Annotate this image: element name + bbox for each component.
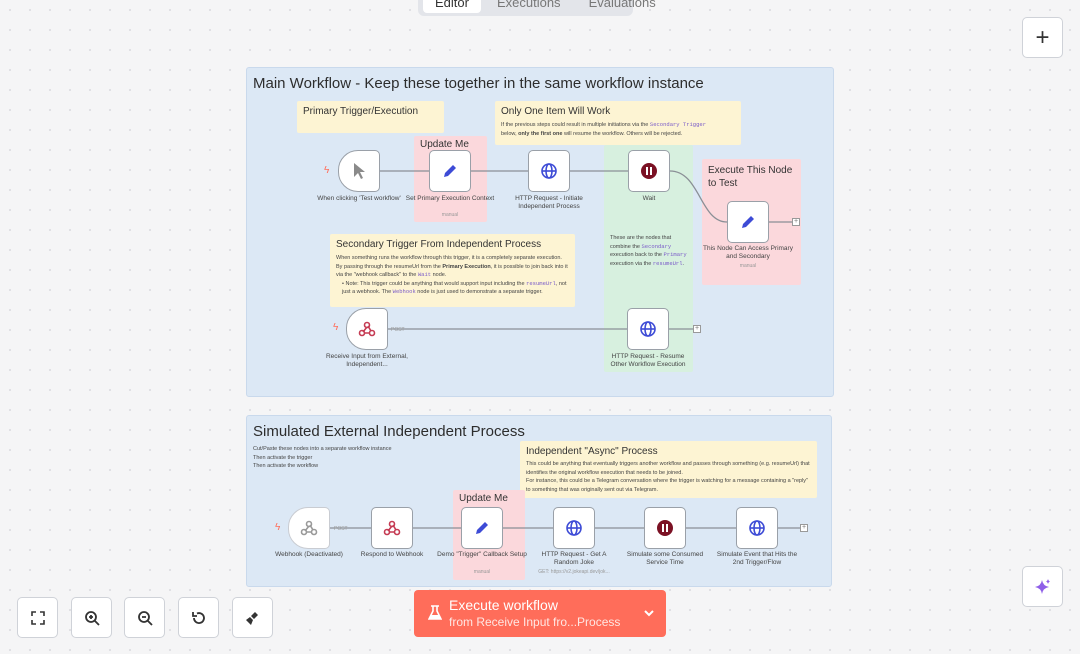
edge-label: POST — [334, 526, 348, 532]
tidy-up-button[interactable] — [232, 597, 273, 638]
add-connection-button[interactable]: + — [792, 218, 800, 226]
node-test-trigger[interactable] — [338, 150, 380, 192]
tab-evaluations[interactable]: Evaluations — [588, 0, 656, 10]
pause-icon — [657, 520, 673, 536]
node-label: Webhook (Deactivated) — [275, 551, 343, 558]
broom-icon — [245, 611, 258, 625]
trigger-bolt-icon: ϟ — [324, 165, 330, 176]
node-label: Simulate Event that Hits the 2nd Trigger… — [716, 551, 798, 566]
execute-label: Execute workflow — [449, 597, 558, 613]
view-tabs: Editor Executions Evaluations — [418, 0, 656, 16]
globe-icon — [640, 321, 656, 337]
sparkle-icon — [1034, 578, 1050, 594]
sim-sticky-text: Cut/Paste these nodes into a separate wo… — [253, 446, 392, 469]
zoom-out-button[interactable] — [124, 597, 165, 638]
pencil-icon — [476, 522, 488, 534]
node-set-primary[interactable] — [429, 150, 471, 192]
edge-label: POST — [391, 327, 405, 333]
node-respond-webhook[interactable] — [371, 507, 413, 549]
add-connection-button[interactable]: + — [693, 325, 701, 333]
main-sticky-title: Main Workflow - Keep these together in t… — [253, 75, 704, 92]
primary-note[interactable]: Primary Trigger/Execution — [297, 101, 444, 133]
globe-icon — [749, 520, 765, 536]
secondary-note[interactable]: Secondary Trigger From Independent Proce… — [330, 234, 575, 307]
node-label: HTTP Request - Get A Random Joke — [541, 551, 607, 566]
update-me-title-2: Update Me — [459, 493, 508, 504]
execute-sublabel: from Receive Input fro...Process — [449, 615, 621, 629]
execute-workflow-button[interactable]: Execute workflow from Receive Input fro.… — [414, 590, 666, 637]
node-demo-trigger-setup[interactable] — [461, 507, 503, 549]
zoom-in-icon — [84, 610, 100, 626]
node-subtitle: GET: https://v2.jokeapi.dev/jok... — [538, 569, 610, 575]
node-http-joke[interactable] — [553, 507, 595, 549]
secondary-text: When something runs the workflow through… — [336, 255, 568, 295]
node-http-resume[interactable] — [627, 308, 669, 350]
node-label: Receive Input from External, Independent… — [325, 353, 408, 368]
flask-icon — [428, 605, 442, 620]
secondary-title: Secondary Trigger From Independent Proce… — [336, 239, 542, 250]
fullscreen-icon — [30, 610, 45, 625]
pause-icon — [641, 163, 657, 179]
globe-icon — [566, 520, 582, 536]
node-label: Set Primary Execution Context — [405, 195, 495, 202]
fit-view-button[interactable] — [17, 597, 58, 638]
trigger-bolt-icon: ϟ — [333, 322, 339, 333]
node-subtitle: manual — [739, 263, 757, 269]
node-label: Respond to Webhook — [360, 551, 424, 558]
only-one-note[interactable]: Only One Item Will Work If the previous … — [495, 101, 741, 145]
node-label: Demo "Trigger" Callback Setup — [437, 551, 527, 558]
node-wait[interactable] — [628, 150, 670, 192]
webhook-icon — [358, 321, 376, 337]
node-label: This Node Can Access Primary and Seconda… — [703, 245, 793, 260]
ai-assistant-button[interactable] — [1022, 566, 1063, 607]
node-label: HTTP Request - Resume Other Workflow Exe… — [610, 353, 686, 368]
webhook-icon — [300, 520, 318, 536]
primary-note-title: Primary Trigger/Execution — [303, 106, 419, 117]
node-label: Wait — [642, 195, 656, 202]
node-http-initiate[interactable] — [528, 150, 570, 192]
node-subtitle: manual — [441, 212, 459, 218]
globe-icon — [541, 163, 557, 179]
async-title: Independent "Async" Process — [526, 446, 658, 457]
connection — [669, 170, 728, 223]
async-text: This could be anything that eventually t… — [526, 461, 810, 493]
node-label: When clicking 'Test workflow' — [317, 195, 401, 202]
trigger-bolt-icon: ϟ — [275, 522, 281, 533]
reset-zoom-button[interactable] — [178, 597, 219, 638]
sim-sticky-title: Simulated External Independent Process — [253, 423, 525, 440]
chevron-down-icon[interactable] — [644, 609, 654, 617]
node-simulate-time[interactable] — [644, 507, 686, 549]
execute-this-title: Execute This Node to Test — [708, 165, 793, 189]
async-note[interactable]: Independent "Async" Process This could b… — [520, 441, 817, 498]
green-note-text: These are the nodes that combine the Sec… — [610, 235, 687, 267]
tab-executions[interactable]: Executions — [496, 0, 561, 10]
node-subtitle: manual — [473, 569, 491, 575]
plus-icon: + — [1035, 23, 1050, 51]
cursor-icon — [354, 163, 365, 179]
tab-editor[interactable]: Editor — [423, 0, 481, 13]
node-label: Simulate some Consumed Service Time — [626, 551, 704, 566]
node-simulate-event[interactable] — [736, 507, 778, 549]
pencil-icon — [742, 216, 754, 228]
update-me-title: Update Me — [420, 139, 469, 150]
node-label: HTTP Request - Initiate Independent Proc… — [515, 195, 583, 210]
undo-icon — [191, 611, 205, 624]
only-one-text: If the previous steps could result in mu… — [501, 121, 706, 137]
pencil-icon — [444, 165, 456, 177]
node-receive-input[interactable] — [346, 308, 388, 350]
add-connection-button[interactable]: + — [800, 524, 808, 532]
node-this-node-can-access[interactable] — [727, 201, 769, 243]
node-webhook-deactivated[interactable] — [288, 507, 330, 549]
add-node-button[interactable]: + — [1022, 17, 1063, 58]
only-one-title: Only One Item Will Work — [501, 106, 611, 117]
webhook-icon — [383, 520, 401, 536]
zoom-out-icon — [137, 610, 153, 626]
zoom-in-button[interactable] — [71, 597, 112, 638]
